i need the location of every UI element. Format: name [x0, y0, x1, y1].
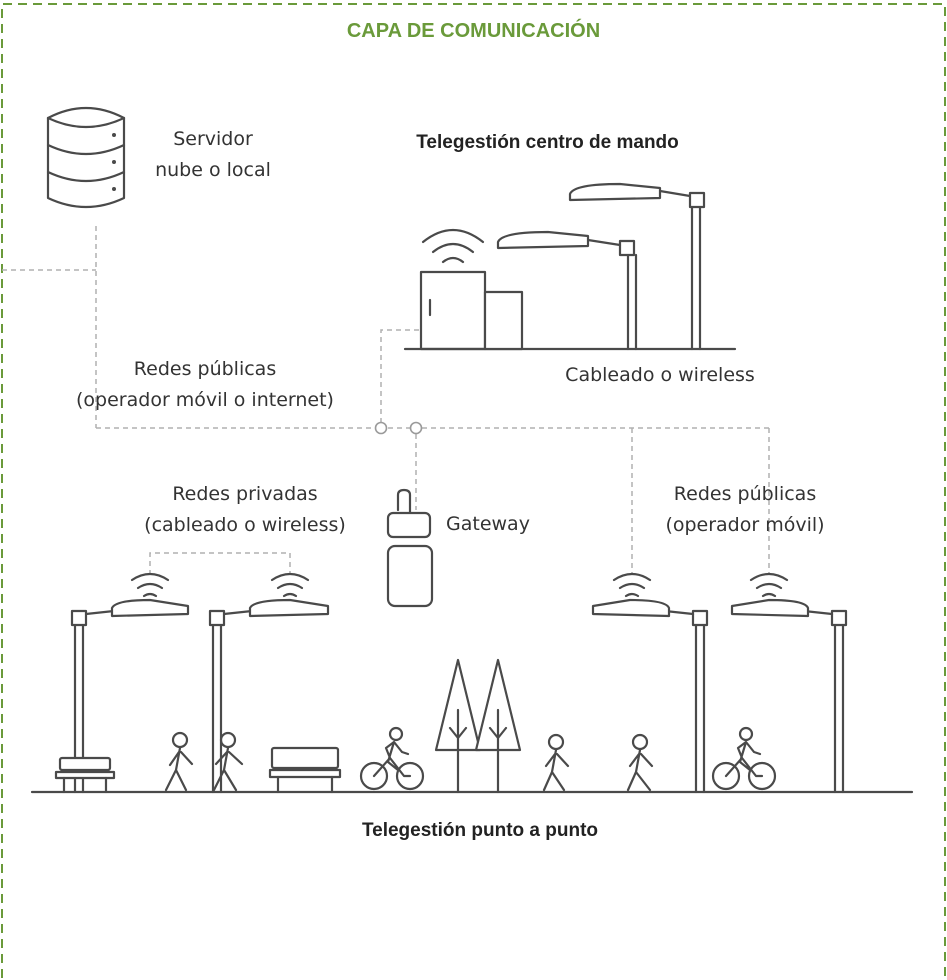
- control-center-illustration: [403, 182, 737, 351]
- pedestrian-icon: [212, 731, 244, 792]
- public-networks-right-line1: Redes públicas: [673, 483, 817, 505]
- gateway-label: Gateway: [446, 513, 530, 535]
- network-links: [2, 226, 770, 575]
- database-server-icon: [46, 106, 126, 209]
- server-label: Servidor nube o local: [138, 124, 288, 186]
- bench-icon: [268, 746, 342, 794]
- server-label-line1: Servidor: [173, 128, 253, 150]
- server-label-line2: nube o local: [155, 159, 271, 181]
- tree-icon: [434, 658, 522, 794]
- pedestrian-icon: [164, 731, 194, 792]
- public-networks-top-line1: Redes públicas: [133, 358, 277, 380]
- gateway-icon: [386, 488, 434, 608]
- cyclist-icon: [711, 726, 777, 791]
- public-networks-top-line2: (operador móvil o internet): [76, 389, 334, 411]
- public-networks-top-label: Redes públicas (operador móvil o interne…: [50, 354, 360, 416]
- public-networks-right-line2: (operador móvil): [665, 514, 825, 536]
- public-networks-right-label: Redes públicas (operador móvil): [640, 479, 850, 541]
- private-networks-line2: (cableado o wireless): [144, 514, 346, 536]
- pedestrian-icon: [626, 733, 654, 792]
- bench-icon: [54, 756, 116, 794]
- page-title: CAPA DE COMUNICACIÓN: [346, 20, 601, 42]
- point-to-point-title: Telegestión punto a punto: [361, 820, 599, 841]
- layer-frame: [1, 3, 946, 978]
- control-center-link-label: Cableado o wireless: [565, 364, 755, 386]
- cyclist-icon: [359, 726, 425, 791]
- private-networks-label: Redes privadas (cableado o wireless): [120, 479, 370, 541]
- pedestrian-icon: [542, 733, 570, 792]
- private-networks-line1: Redes privadas: [172, 483, 318, 505]
- control-center-title: Telegestión centro de mando: [416, 132, 679, 153]
